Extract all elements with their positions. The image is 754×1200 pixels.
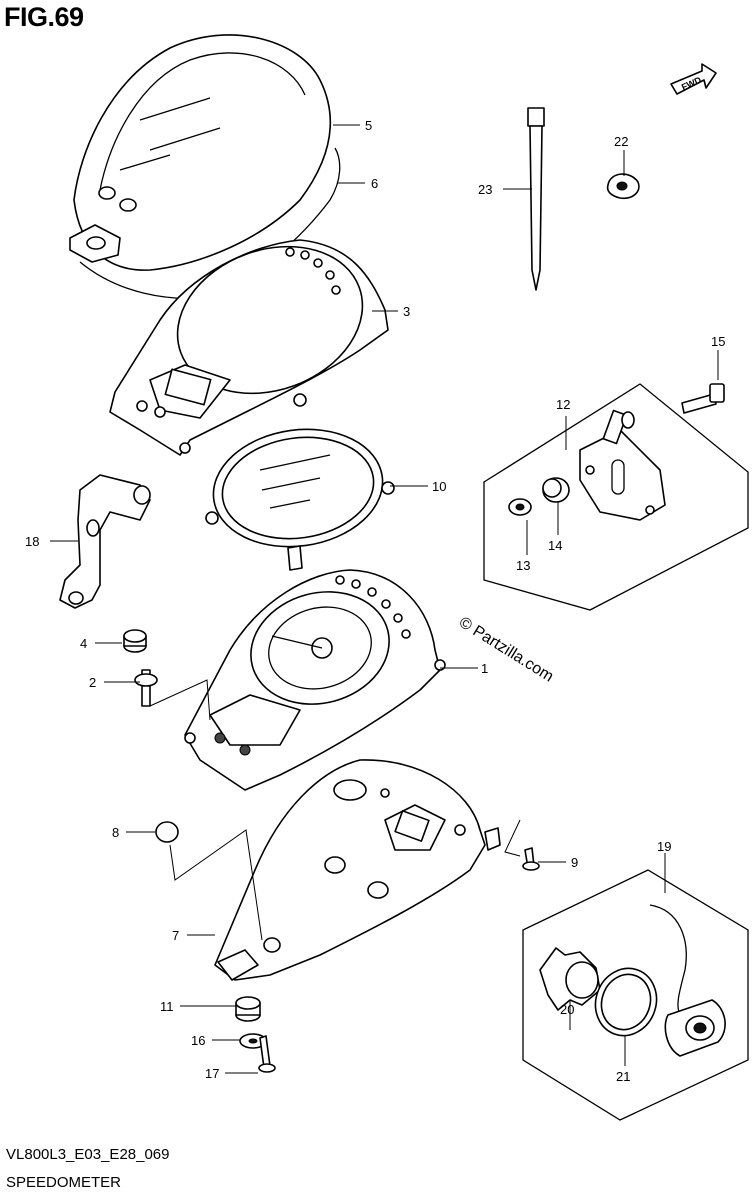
part-17-screw: [258, 1035, 276, 1073]
callout-8: 8: [112, 825, 119, 840]
callout-4: 4: [80, 636, 87, 651]
callout-6: 6: [371, 176, 378, 191]
callout-10: 10: [432, 479, 446, 494]
figure-title: FIG.69: [4, 2, 84, 32]
part-21-ring: [594, 967, 658, 1037]
part-11-grommet: [235, 996, 261, 1022]
part-1-meter-assembly: [184, 569, 446, 791]
callout-3: 3: [403, 304, 410, 319]
part-10-ring: [205, 428, 395, 571]
part-18-bracket: [59, 474, 151, 609]
callout-5: 5: [365, 118, 372, 133]
callout-1: 1: [481, 661, 488, 676]
part-2-collar: [134, 669, 158, 707]
part-14-grommet: [542, 477, 570, 503]
part-15-bolt: [681, 383, 725, 414]
part-12-plate-group: [483, 383, 749, 611]
part-22-clamp: [606, 173, 640, 200]
part-8-cap: [155, 821, 179, 843]
watermark-text: © Partzilla.com: [456, 614, 556, 686]
part-9-screw: [522, 847, 540, 871]
part-4-grommet: [123, 629, 147, 653]
callout-17: 17: [205, 1066, 219, 1081]
part-23-cable-tie: [527, 107, 545, 291]
callout-16: 16: [191, 1033, 205, 1048]
callout-7: 7: [172, 928, 179, 943]
part-20-holder: [539, 947, 601, 1011]
fwd-label: FWD: [680, 75, 703, 93]
figure-code: VL800L3_E03_E28_069: [6, 1146, 170, 1163]
callout-23: 23: [478, 182, 492, 197]
callout-18: 18: [25, 534, 39, 549]
callout-labels: 5 6 3 10 1 2 4 18 8 7 9 11 16 17 12 13 1…: [25, 118, 725, 1084]
part-5-meter-cover: [69, 34, 332, 271]
callout-leaders: [50, 124, 719, 1074]
forward-arrow-icon: FWD: [670, 63, 717, 95]
callout-9: 9: [571, 855, 578, 870]
part-7-meter-case: [214, 759, 501, 981]
callout-13: 13: [516, 558, 530, 573]
callout-22: 22: [614, 134, 628, 149]
part-19-socket-group: [522, 869, 749, 1121]
callout-21: 21: [616, 1069, 630, 1084]
callout-15: 15: [711, 334, 725, 349]
figure-name: SPEEDOMETER: [6, 1174, 122, 1191]
alignment-lines: [149, 679, 521, 941]
part-13-washer: [508, 498, 532, 516]
callout-12: 12: [556, 397, 570, 412]
callout-2: 2: [89, 675, 96, 690]
callout-20: 20: [560, 1002, 574, 1017]
callout-14: 14: [548, 538, 562, 553]
callout-11: 11: [160, 999, 174, 1014]
part-3-meter-bracket: [109, 239, 389, 456]
callout-19: 19: [657, 839, 671, 854]
